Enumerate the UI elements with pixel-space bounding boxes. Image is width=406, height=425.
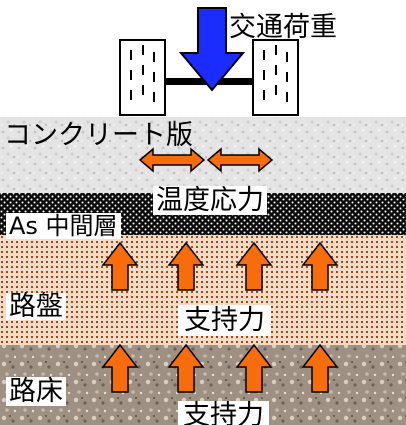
roadbed-support-arrow-4-icon: [301, 241, 339, 291]
subgrade-support-arrow-1-icon: [101, 343, 139, 393]
traffic-load-label: 交通荷重: [229, 12, 337, 43]
subgrade-support-force-label: 支持力: [178, 401, 269, 425]
thermal-stress-arrow-left-icon: [138, 147, 206, 173]
thermal-stress-label: 温度応力: [153, 186, 267, 215]
thermal-stress-arrow-right-icon: [206, 147, 274, 173]
subgrade-support-arrow-3-icon: [235, 343, 273, 393]
roadbed-support-arrow-2-icon: [167, 241, 205, 291]
roadbed-support-arrow-3-icon: [235, 241, 273, 291]
subgrade-support-arrow-2-icon: [167, 343, 205, 393]
subgrade-label: 路床: [6, 377, 66, 406]
subgrade-support-arrow-4-icon: [301, 343, 339, 393]
traffic-load-arrow-icon: [178, 7, 246, 92]
concrete-slab-label: コンクリート版: [4, 120, 193, 151]
as-interlayer-label: As 中間層: [6, 213, 121, 239]
concrete-slab-layer: [0, 117, 406, 193]
roadbed-support-arrow-1-icon: [101, 241, 139, 291]
roadbed-label: 路盤: [6, 293, 66, 320]
roadbed-support-force-label: 支持力: [178, 305, 271, 336]
